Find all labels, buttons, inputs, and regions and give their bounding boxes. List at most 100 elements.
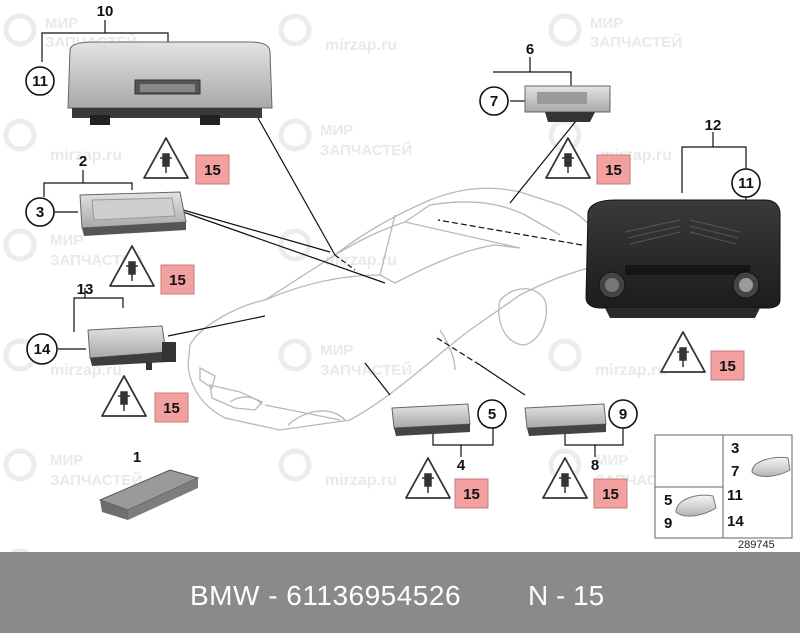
watermark-site: mirzap.ru (595, 362, 667, 379)
callout-4: 4 (457, 457, 466, 474)
svg-text:7: 7 (490, 93, 498, 110)
callout-11: 11 (25, 66, 55, 96)
badges: 15 15 15 15 15 15 15 (154, 154, 745, 509)
watermark-line2: ЗАПЧАСТЕЙ (50, 251, 142, 269)
watermark-4: mirzap.ru (3, 118, 122, 164)
badge-15: 15 (195, 154, 230, 185)
svg-text:15: 15 (169, 272, 186, 289)
watermark-line1: МИР (595, 452, 628, 469)
callout-9: 9 (608, 399, 638, 429)
badge-15: 15 (160, 264, 195, 295)
badge-15: 15 (596, 154, 631, 185)
leader-lines (167, 115, 583, 396)
svg-text:9: 9 (619, 406, 627, 423)
legend-right-4: 14 (727, 513, 744, 530)
bulb-legend (654, 434, 793, 539)
watermark-13: mirzap.ru (278, 448, 397, 489)
watermark-line1: МИР (50, 452, 83, 469)
watermark-site: mirzap.ru (50, 147, 122, 164)
footer-position: N - 15 (528, 580, 605, 611)
watermark-line1: МИР (50, 232, 83, 249)
watermark-12: МИР ЗАПЧАСТЕЙ (3, 448, 142, 489)
watermark-line1: МИР (590, 15, 623, 32)
callout-7: 7 (479, 86, 509, 116)
svg-text:15: 15 (163, 400, 180, 417)
warning-icons (101, 137, 706, 499)
watermark-line2: ЗАПЧАСТЕЙ (590, 33, 682, 51)
svg-text:14: 14 (34, 341, 51, 358)
warning-triangle-icon (542, 457, 588, 499)
svg-text:15: 15 (605, 162, 622, 179)
watermark-line1: МИР (320, 122, 353, 139)
badge-15: 15 (454, 478, 489, 509)
watermark-line2: ЗАПЧАСТЕЙ (320, 361, 412, 379)
footer-part-number: BMW - 61136954526 (190, 580, 462, 611)
footer-bar: BMW - 61136954526 N - 15 (0, 552, 800, 633)
warning-triangle-icon (109, 245, 155, 287)
warning-triangle-icon (545, 137, 591, 179)
warning-triangle-icon (143, 137, 189, 179)
legend-left-bottom: 9 (664, 515, 672, 532)
watermark-site: mirzap.ru (325, 37, 397, 54)
watermark-5: МИР ЗАПЧАСТЕЙ (278, 118, 412, 159)
badge-15: 15 (154, 392, 189, 423)
watermark-site: mirzap.ru (50, 362, 122, 379)
parts-diagram: МИР ЗАПЧАСТЕЙ mirzap.ru МИР ЗАПЧАСТЕЙ mi… (3, 3, 793, 552)
svg-text:11: 11 (738, 175, 754, 192)
warning-triangle-icon (405, 457, 451, 499)
callout-14: 14 (26, 333, 58, 365)
legend-left-top: 5 (664, 492, 672, 509)
part-1-control-module (98, 469, 200, 520)
circled-callouts: 11 3 14 7 11 5 9 (25, 66, 761, 429)
watermark-line1: МИР (320, 342, 353, 359)
part-4-footwell-light (391, 403, 471, 436)
watermark-line2: ЗАПЧАСТЕЙ (320, 141, 412, 159)
watermark-3: МИР ЗАПЧАСТЕЙ (548, 13, 682, 51)
callout-2: 2 (79, 153, 87, 170)
warning-triangle-icon (101, 375, 147, 417)
watermark-10: МИР ЗАПЧАСТЕЙ (278, 338, 412, 379)
callout-1: 1 (133, 449, 141, 466)
watermark-line1: МИР (45, 15, 78, 32)
part-12-overhead-console (585, 199, 781, 318)
badge-15: 15 (710, 350, 745, 381)
part-13-interior-light (87, 325, 176, 370)
reference-number: 289745 (738, 539, 775, 551)
watermark-8: mirzap.ru (278, 228, 397, 269)
watermark-group: МИР ЗАПЧАСТЕЙ mirzap.ru МИР ЗАПЧАСТЕЙ mi… (3, 13, 687, 552)
legend-labels: 5 9 3 7 11 14 289745 (664, 440, 775, 551)
plain-callouts: 10 2 13 6 12 4 8 1 (77, 3, 722, 474)
badge-15: 15 (593, 478, 628, 509)
part-2-interior-light (79, 191, 187, 236)
watermark-7: МИР ЗАПЧАСТЕЙ (3, 228, 142, 269)
watermark-15 (9, 548, 31, 552)
warning-triangle-icon (660, 331, 706, 373)
legend-right-3: 11 (727, 487, 743, 504)
callout-12: 12 (705, 117, 722, 134)
car-outline (187, 187, 606, 431)
callout-13: 13 (77, 281, 94, 298)
svg-text:3: 3 (36, 204, 44, 221)
svg-text:11: 11 (32, 73, 48, 90)
bulb-icon (675, 494, 717, 517)
watermark-11: mirzap.ru (548, 338, 667, 379)
watermark-line2: ЗАПЧАСТЕЙ (50, 471, 142, 489)
callout-8: 8 (591, 457, 599, 474)
part-6-interior-light (524, 85, 611, 122)
svg-text:15: 15 (463, 486, 480, 503)
callout-5: 5 (477, 399, 507, 429)
legend-right-2: 7 (731, 463, 739, 480)
callout-10: 10 (97, 3, 114, 20)
svg-text:15: 15 (204, 162, 221, 179)
watermark-2: mirzap.ru (278, 13, 397, 54)
callout-3: 3 (25, 197, 55, 227)
legend-right-1: 3 (731, 440, 739, 457)
watermark-site: mirzap.ru (325, 252, 397, 269)
watermark-site: mirzap.ru (325, 472, 397, 489)
callout-11: 11 (731, 168, 761, 198)
part-8-footwell-light (524, 403, 607, 436)
part-10-overhead-panel (67, 41, 273, 125)
bracket-lines (41, 20, 747, 457)
svg-text:5: 5 (488, 406, 496, 423)
